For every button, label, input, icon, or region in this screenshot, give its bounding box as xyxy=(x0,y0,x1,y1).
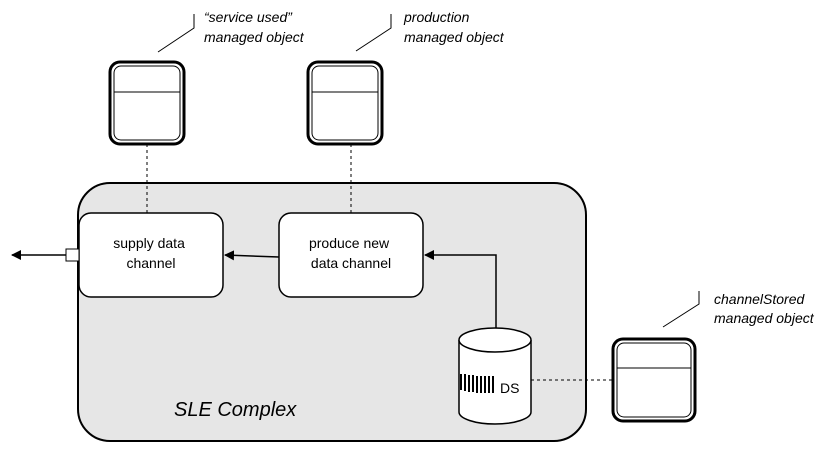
managed-object-icon-production xyxy=(306,60,384,146)
supply-data-channel-label: supply data channel xyxy=(113,235,189,271)
managed-object-icon-channel-stored xyxy=(611,337,697,423)
callout-leader-production xyxy=(355,14,392,52)
callout-leader-channel-stored xyxy=(662,291,700,328)
label-production: production managed object xyxy=(403,9,505,45)
output-port xyxy=(65,248,80,262)
label-channel-stored: channelStored managed object xyxy=(714,291,815,326)
produce-new-data-channel-box xyxy=(278,212,424,298)
data-store-stripes xyxy=(460,374,494,393)
managed-object-icon-service-used xyxy=(108,60,186,146)
label-service-used: “service used” managed object xyxy=(204,9,305,45)
callout-leader-service-used xyxy=(157,14,195,53)
data-store-cylinder xyxy=(458,327,532,425)
arrow-ds-to-produce xyxy=(424,250,497,330)
produce-new-data-channel-label: produce new data channel xyxy=(309,235,393,271)
sle-complex-label: SLE Complex xyxy=(174,399,297,421)
arrow-produce-to-supply xyxy=(224,250,280,261)
data-store-label: DS xyxy=(500,380,519,396)
